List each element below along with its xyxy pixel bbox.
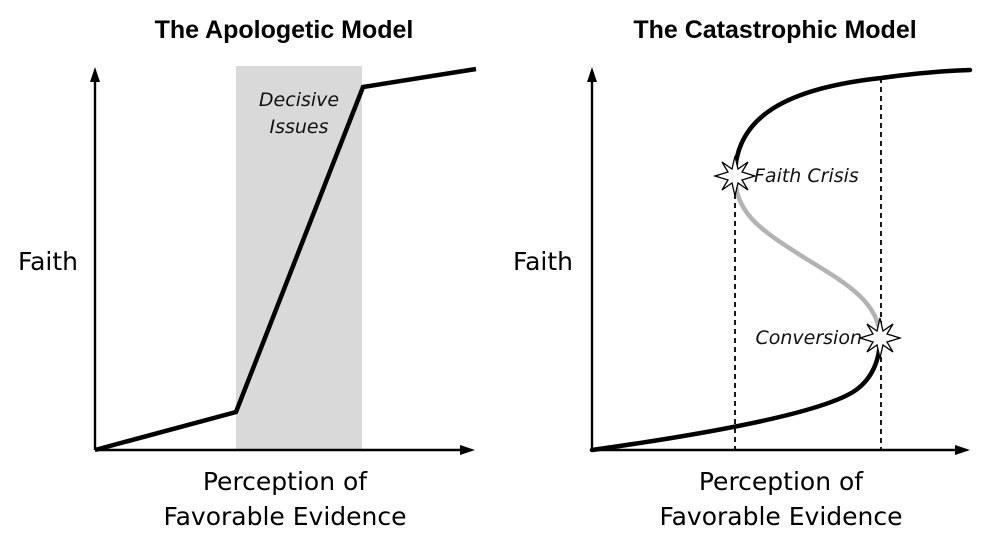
left-y-label: Faith [18, 247, 78, 276]
left-y-axis-arrow-icon [90, 67, 100, 82]
apologetic-curve [94, 66, 477, 453]
upper-stable-branch [732, 67, 973, 179]
band-label-line2: Issues [269, 116, 328, 138]
lower-stable-branch [589, 335, 883, 453]
band-label-line1: Decisive [259, 89, 339, 111]
conversion-burst-icon [857, 317, 903, 359]
left-x-label-line2: Favorable Evidence [164, 502, 407, 531]
left-title: The Apologetic Model [155, 16, 414, 44]
conversion-label: Conversion [755, 327, 862, 349]
faith-crisis-label: Faith Crisis [754, 165, 859, 187]
left-x-label-line1: Perception of [203, 467, 368, 496]
left-x-axis-arrow-icon [460, 445, 475, 455]
right-x-axis-arrow-icon [955, 445, 970, 455]
faith-crisis-burst-icon [712, 155, 758, 197]
right-x-label-line2: Favorable Evidence [660, 502, 903, 531]
right-y-axis-arrow-icon [587, 67, 597, 82]
decisive-issues-band [236, 66, 362, 450]
catastrophic-model-panel: The Catastrophic Model Faith Crisis Conv… [513, 16, 973, 531]
apologetic-model-panel: The Apologetic Model Decisive Issues Fai… [18, 16, 477, 531]
right-y-label: Faith [513, 247, 573, 276]
right-title: The Catastrophic Model [633, 16, 916, 44]
right-x-label-line1: Perception of [699, 467, 864, 496]
unstable-middle-branch [732, 173, 883, 341]
